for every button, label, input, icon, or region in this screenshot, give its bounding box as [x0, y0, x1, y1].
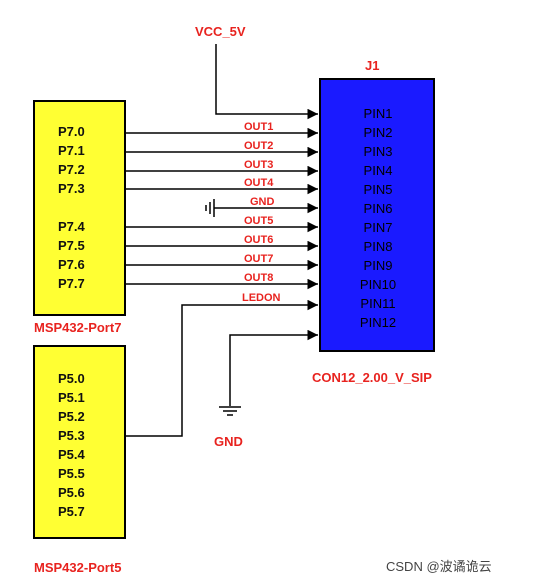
- net-label: OUT2: [244, 140, 274, 152]
- connector-pin-label: PIN5: [363, 182, 393, 197]
- connector-pin-label: PIN10: [359, 277, 397, 292]
- vcc-label: VCC_5V: [195, 24, 246, 39]
- port5-block: [33, 345, 126, 539]
- port5-name-label: MSP432-Port5: [34, 560, 122, 575]
- net-label: OUT7: [244, 253, 274, 265]
- connector-pin-label: PIN12: [359, 315, 397, 330]
- port5-pin-label: P5.7: [58, 504, 85, 519]
- vcc-wire: [215, 44, 318, 120]
- net-label: LEDON: [242, 292, 281, 304]
- connector-pin-label: PIN11: [360, 296, 396, 311]
- net-label: OUT8: [244, 272, 274, 284]
- port5-pin-label: P5.5: [58, 466, 85, 481]
- connector-pin-label: PIN3: [363, 144, 393, 159]
- port7-pin-label: P7.2: [58, 162, 85, 177]
- port7-pin-label: P7.7: [58, 276, 85, 291]
- port7-pin-label: P7.0: [58, 124, 85, 139]
- port7-pin-label: P7.5: [58, 238, 85, 253]
- port5-pin-label: P5.3: [58, 428, 85, 443]
- gnd-label: GND: [214, 434, 243, 449]
- connector-pin-label: PIN9: [363, 258, 393, 273]
- port5-pin-label: P5.1: [58, 390, 85, 405]
- ground-symbol: [219, 406, 241, 416]
- net-label: OUT4: [244, 177, 274, 189]
- connector-j1-block: [319, 78, 435, 352]
- net-label: GND: [250, 196, 275, 208]
- net-label: OUT6: [244, 234, 274, 246]
- port5-pin-label: P5.0: [58, 371, 85, 386]
- port7-block: [33, 100, 126, 316]
- net-label: OUT5: [244, 215, 274, 227]
- connector-pin-label: PIN2: [363, 125, 393, 140]
- port7-pin-label: P7.6: [58, 257, 85, 272]
- connector-ref-label: J1: [365, 58, 380, 73]
- connector-pin-label: PIN1: [363, 106, 393, 121]
- connector-pin-label: PIN4: [363, 163, 393, 178]
- watermark: CSDN @波谲诡云: [386, 559, 492, 574]
- net-label: OUT3: [244, 159, 274, 171]
- port5-pin-label: P5.6: [58, 485, 85, 500]
- wire-ledon: [125, 299, 318, 437]
- port5-pin-label: P5.2: [58, 409, 85, 424]
- port7-pin-label: P7.4: [58, 219, 85, 234]
- net-label: OUT1: [244, 121, 274, 133]
- port7-name-label: MSP432-Port7: [34, 320, 122, 335]
- port7-pin-label: P7.3: [58, 181, 85, 196]
- connector-pin-label: PIN8: [363, 239, 393, 254]
- ground-symbol-small: [205, 199, 215, 217]
- connector-pin-label: PIN7: [363, 220, 393, 235]
- port7-pin-label: P7.1: [58, 143, 85, 158]
- connector-part-label: CON12_2.00_V_SIP: [312, 370, 432, 385]
- port5-pin-label: P5.4: [58, 447, 85, 462]
- connector-pin-label: PIN6: [363, 201, 393, 216]
- wire-pin12-gnd: [229, 329, 318, 406]
